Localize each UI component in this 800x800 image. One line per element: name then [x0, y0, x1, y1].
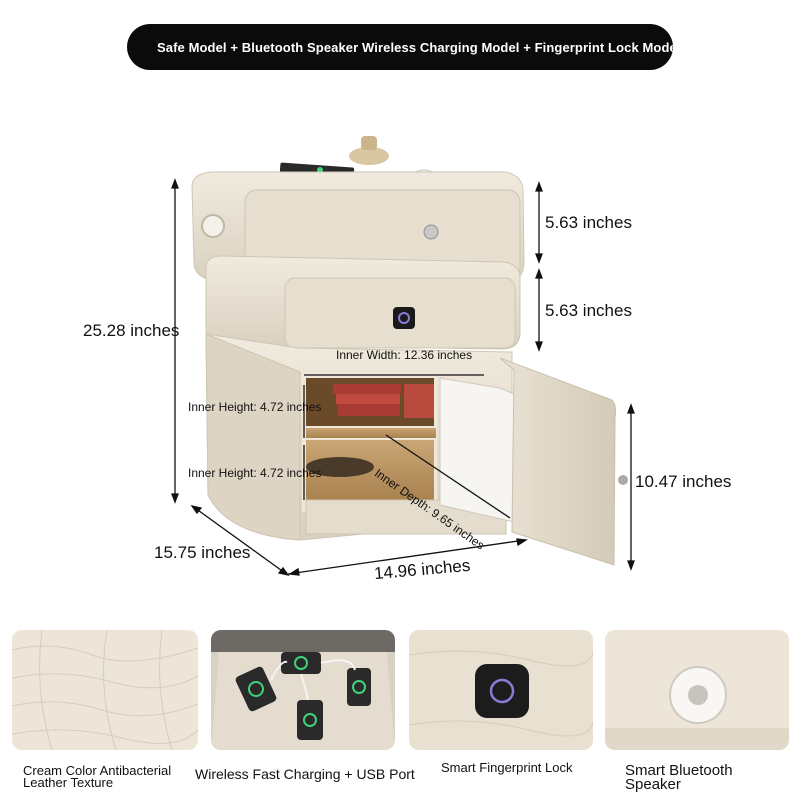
cabinet-body	[205, 333, 513, 541]
vase-decor	[349, 136, 389, 165]
title-banner: Safe Model + Bluetooth Speaker Wireless …	[127, 24, 673, 70]
fingerprint-lock-icon	[409, 630, 593, 750]
inner-height-top-label: Inner Height: 4.72 inches	[188, 400, 322, 414]
leather-texture-tile	[12, 630, 198, 750]
fingerprint-lock-caption: Smart Fingerprint Lock	[441, 760, 573, 775]
top-drawer	[191, 171, 525, 283]
leather-texture-icon	[12, 630, 198, 750]
wireless-charging-icon	[211, 630, 395, 750]
book-stack	[333, 384, 434, 418]
bluetooth-speaker-icon	[605, 630, 789, 750]
cabinet-height-label: 10.47 inches	[635, 472, 732, 491]
middle-drawer-height-label: 5.63 inches	[545, 301, 632, 320]
wireless-charging-caption: Wireless Fast Charging + USB Port	[195, 766, 415, 782]
banner-text: Safe Model + Bluetooth Speaker Wireless …	[157, 39, 673, 55]
leather-texture-caption: Cream Color Antibacterial Leather Textur…	[23, 763, 172, 790]
depth-label: 15.75 inches	[154, 543, 251, 562]
fingerprint-lock-tile	[409, 630, 593, 750]
dimension-lines	[171, 178, 635, 577]
cabinet-door	[499, 357, 628, 566]
top-drawer-height-label: 5.63 inches	[545, 213, 632, 232]
total-height-label: 25.28 inches	[83, 321, 180, 340]
middle-drawer	[205, 255, 521, 350]
nightstand-drawing	[171, 136, 635, 577]
product-illustration: 25.28 inches 5.63 inches 5.63 inches 10.…	[0, 80, 800, 600]
bluetooth-speaker-caption: Smart Bluetooth Speaker	[625, 762, 733, 793]
inner-width-label: Inner Width: 12.36 inches	[336, 348, 473, 362]
bluetooth-speaker-tile	[605, 630, 789, 750]
inner-height-bottom-label: Inner Height: 4.72 inches	[188, 466, 322, 480]
wireless-charging-tile	[211, 630, 395, 750]
